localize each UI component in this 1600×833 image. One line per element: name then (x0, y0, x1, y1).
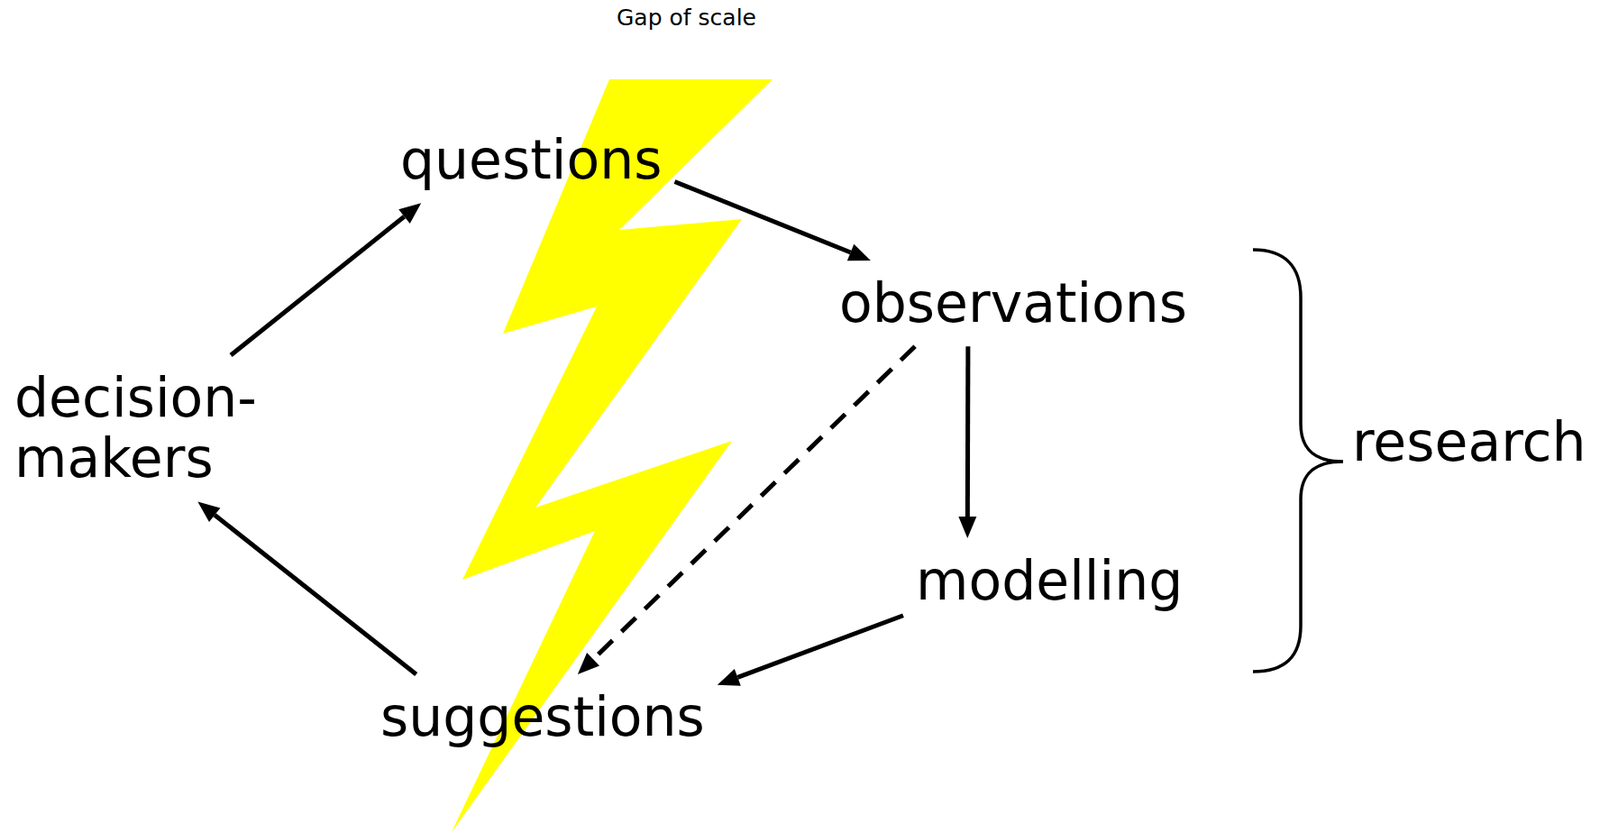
term-text: modelling (915, 550, 1183, 612)
term-node: questions (396, 126, 666, 194)
arrow-line (230, 216, 404, 356)
arrow (197, 501, 416, 675)
curly-brace (1252, 249, 1344, 672)
term-node: modelling (912, 547, 1187, 615)
term-node: suggestions (376, 683, 709, 751)
term-text: decision- makers (14, 367, 278, 489)
arrow-line (674, 181, 851, 253)
arrow-line (214, 514, 417, 675)
arrow (717, 615, 904, 686)
arrow-head (717, 668, 741, 686)
term-text: suggestions (380, 686, 705, 748)
arrow-line (737, 615, 904, 678)
term-node: decision- makers (10, 364, 282, 493)
arrow-head (197, 501, 220, 522)
arrow (230, 202, 421, 356)
arrow-line (965, 346, 971, 517)
dashed-arrow (577, 346, 915, 675)
arrow-line (593, 346, 915, 659)
term-text: questions (400, 129, 662, 191)
arrow-head (958, 516, 977, 539)
term-node: observations (835, 269, 1191, 338)
gap-label: Gap of scale (616, 5, 757, 32)
bracket-label: research (1352, 411, 1587, 474)
term-text: observations (839, 273, 1188, 334)
arrow-head (847, 244, 871, 262)
arrow (958, 346, 977, 539)
arrow-head (398, 202, 421, 224)
arrow-head (577, 652, 600, 675)
arrow (674, 181, 870, 261)
